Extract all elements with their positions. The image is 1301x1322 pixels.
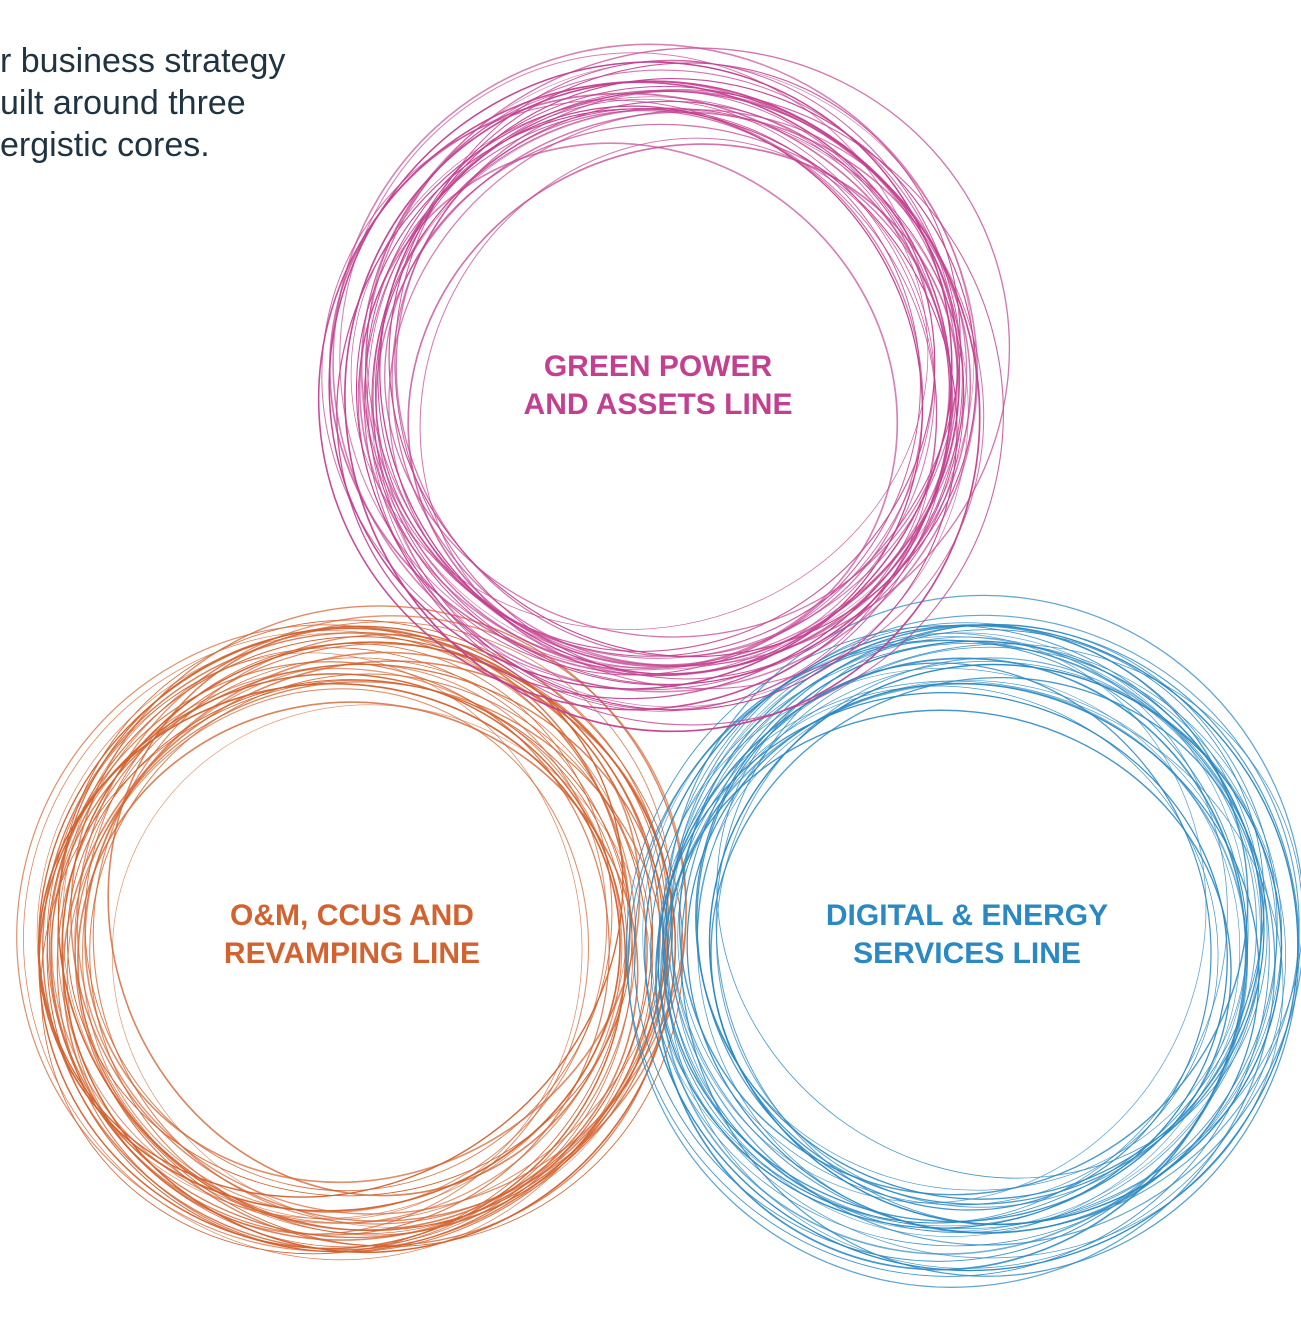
ring-om-stroke [57, 627, 665, 1232]
ring-green-stroke [332, 43, 979, 693]
ring-digital-stroke [664, 632, 1249, 1237]
om-ccus-label-line-2: REVAMPING LINE [223, 937, 481, 970]
ring-om-stroke [62, 652, 583, 1220]
ring-om-stroke [74, 657, 648, 1234]
ring-om-stroke [57, 619, 684, 1248]
ring-digital-stroke [696, 646, 1278, 1234]
ring-digital-stroke [708, 663, 1283, 1226]
ring-digital-stroke [695, 640, 1263, 1200]
ring-green-stroke [375, 111, 972, 675]
ring-green-stroke [364, 47, 1011, 667]
ring-digital-stroke [696, 662, 1212, 1211]
ring-digital-stroke [680, 624, 1300, 1277]
ring-digital-stroke [627, 639, 1276, 1288]
ring-om-stroke [84, 651, 641, 1184]
ring-om-stroke [89, 673, 654, 1236]
ring-digital-stroke [644, 624, 1299, 1272]
ring-digital-stroke [715, 657, 1258, 1208]
ring-om-stroke [23, 630, 648, 1261]
ring-digital-stroke [677, 685, 1219, 1206]
ring-om-stroke [77, 701, 639, 1231]
digital-energy-label-line-1: DIGITAL & ENERGY [825, 899, 1109, 932]
ring-green-stroke [355, 108, 958, 711]
green-power-label-line-1: GREEN POWER [543, 350, 773, 383]
ring-digital-stroke [697, 680, 1248, 1191]
digital-energy-label-line-2: SERVICES LINE [853, 937, 1081, 970]
ring-green-stroke [350, 96, 929, 630]
ring-green-stroke [358, 142, 899, 669]
intro-line-1: r business strategy [0, 42, 286, 80]
ring-digital-stroke [633, 639, 1249, 1262]
intro-line-3: ergistic cores. [0, 126, 210, 164]
om-ccus-label-line-1: O&M, CCUS AND [230, 899, 474, 932]
ring-om-stroke [107, 626, 631, 1197]
ring-om-stroke [66, 679, 633, 1197]
ring-om-stroke [84, 643, 613, 1192]
ring-digital-stroke [662, 629, 1265, 1224]
ring-green-stroke [363, 89, 1004, 726]
green-power-label: GREEN POWER AND ASSETS LINE [524, 348, 793, 424]
ring-green-stroke [391, 90, 958, 666]
ring-green-stroke [344, 80, 981, 733]
om-ccus-revamping-ring [16, 605, 687, 1261]
digital-energy-services-ring [625, 594, 1301, 1288]
digital-energy-label: DIGITAL & ENERGY SERVICES LINE [826, 897, 1108, 973]
ring-om-stroke [51, 667, 623, 1224]
ring-digital-stroke [670, 632, 1207, 1204]
intro-text: r business strategy uilt around three er… [0, 40, 400, 166]
om-ccus-label: O&M, CCUS AND REVAMPING LINE [224, 897, 480, 973]
ring-green-stroke [371, 108, 969, 708]
ring-green-stroke [384, 123, 950, 638]
ring-om-stroke [61, 641, 677, 1254]
ring-green-stroke [367, 98, 938, 712]
ring-green-stroke [407, 143, 960, 668]
green-power-assets-ring [317, 43, 1011, 733]
green-power-label-line-2: AND ASSETS LINE [523, 388, 793, 421]
ring-om-stroke [48, 661, 610, 1236]
ring-green-stroke [361, 69, 959, 659]
ring-digital-stroke [710, 676, 1265, 1205]
ring-green-stroke [328, 92, 954, 677]
ring-digital-stroke [650, 667, 1241, 1227]
ring-om-stroke [40, 679, 628, 1255]
ring-digital-stroke [625, 625, 1270, 1277]
ring-green-stroke [394, 59, 963, 680]
ring-green-stroke [317, 81, 952, 711]
intro-line-2: uilt around three [0, 84, 246, 122]
ring-digital-stroke [657, 692, 1228, 1229]
ring-om-stroke [70, 605, 687, 1222]
ring-digital-stroke [666, 594, 1301, 1246]
ring-om-stroke [111, 704, 652, 1228]
ring-om-stroke [38, 673, 627, 1250]
ring-digital-stroke [716, 643, 1268, 1179]
